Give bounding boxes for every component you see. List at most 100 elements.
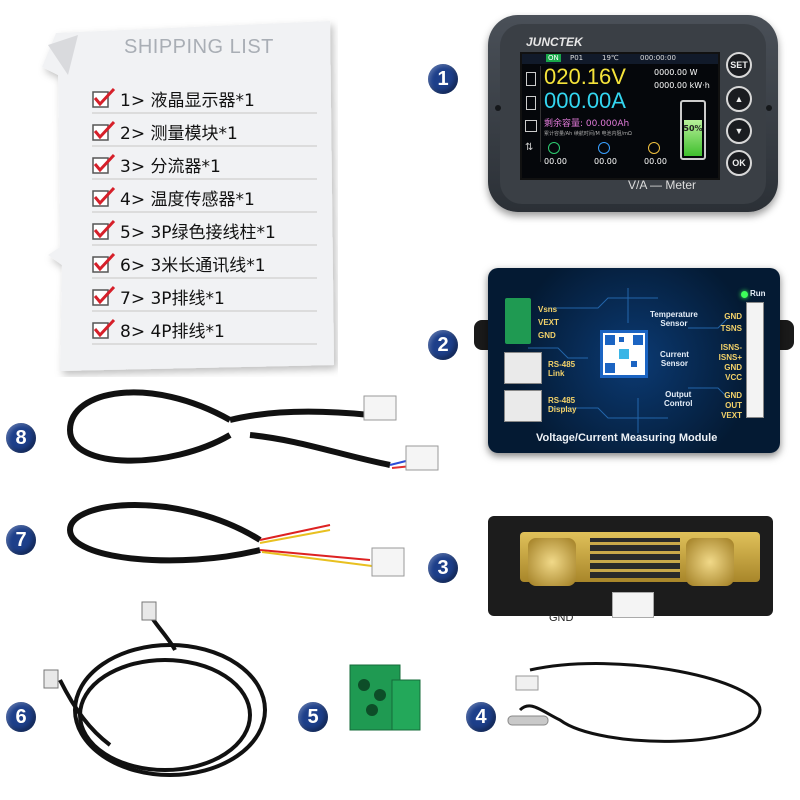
shipping-list-item-label: 6> 3米长通讯线*1 [120,255,266,276]
shipping-list-item: 2> 测量模块*1 [92,117,317,147]
right-pin-label: VEXT [721,411,742,420]
rs485-link-port [504,352,542,384]
power-value: 0000.00 [654,68,688,77]
shipping-list-item-label: 5> 3P绿色接线柱*1 [120,222,276,243]
temperature-sensor-label: Temperature Sensor [650,310,698,328]
right-pin-label: ISNS- [720,343,742,352]
arrows-icon: ⇅ [525,142,534,153]
battery-gauge: 50% [680,100,706,160]
down-button[interactable]: ▼ [726,118,752,144]
status-time: 000:00:00 [640,54,676,62]
power-readout: 0000.00 W [654,68,698,77]
shipping-list-item-label: 8> 4P排线*1 [120,321,225,342]
checkbox-checked-icon [92,186,116,207]
right-header [746,302,764,418]
module-ear-right [776,320,794,350]
pin-gnd: GND [538,331,556,340]
badge-7: 7 [6,525,36,555]
battery-icon [526,72,536,86]
info-row: 累计容量/Ah 续航时间/M 电池内阻/mΩ [544,131,632,137]
bottom-value-b: 00.00 [594,157,617,166]
shipping-list-title: SHIPPING LIST [124,36,274,58]
shunt-resistor [590,538,680,578]
output-control-label: Output Control [664,390,693,408]
checkbox-checked-icon [92,120,116,141]
right-pin-label: TSNS [720,324,742,333]
shipping-list-item: 4> 温度传感器*1 [92,183,317,213]
green-terminal [349,664,421,731]
badge-2: 2 [428,330,458,360]
accessories-art [43,389,762,777]
sense-terminal [505,298,531,344]
module-title: Voltage/Current Measuring Module [536,432,718,444]
shipping-list-item: 8> 4P排线*1 [92,315,317,345]
right-pin-label: GND [724,391,742,400]
shipping-list-item-label: 4> 温度传感器*1 [120,189,255,210]
shipping-list-item-label: 2> 测量模块*1 [120,123,238,144]
right-pin-label: VCC [725,373,742,382]
meter-brand: JUNCTEK [526,35,583,49]
bottom-value-c: 00.00 [644,157,667,166]
badge-5: 5 [298,702,328,732]
voltage-readout: 020.16V [544,64,626,89]
checkbox-checked-icon [92,285,116,306]
rs485-link-label: RS-485 Link [548,360,576,378]
badge-8: 8 [6,423,36,453]
badge-1: 1 [428,64,458,94]
shunt-bolt-right [686,538,734,586]
shipping-list-paper [42,21,334,371]
capacity-readout: 剩余容量: 00.000Ah [544,119,630,129]
checkbox-checked-icon [92,87,116,108]
badge-3: 3 [428,553,458,583]
checkbox-checked-icon [92,153,116,174]
cable-3p [66,502,405,577]
run-label: Run [750,289,766,298]
shipping-list-item: 6> 3米长通讯线*1 [92,249,317,279]
badge-4: 4 [466,702,496,732]
pin-vsns: Vsns [538,305,558,314]
lock-icon [648,142,660,154]
screw-hole [495,105,501,111]
right-pin-label: GND [724,312,742,321]
status-temp: 19℃ [602,54,619,62]
energy-value: 0000.00 [654,81,688,90]
status-bar [522,54,718,64]
right-pin-label: ISNS+ [718,353,742,362]
current-readout: 000.00A [544,88,626,113]
set-button[interactable]: SET [726,52,752,78]
ok-button[interactable]: OK [726,150,752,176]
phone-icon [526,96,536,110]
energy-unit: kW·h [689,81,710,90]
right-pin-label: OUT [725,401,742,410]
checkbox-checked-icon [92,318,116,339]
qr-code [600,330,648,378]
checkbox-checked-icon [92,219,116,240]
cable-comm [43,601,267,777]
charge-icon [548,142,560,154]
checkbox-checked-icon [92,252,116,273]
rs485-display-label: RS-485 Display [548,396,577,414]
shipping-list-item-label: 7> 3P排线*1 [120,288,225,309]
cable-4p [66,389,439,471]
pin-vext: VEXT [538,318,559,327]
up-button[interactable]: ▲ [726,86,752,112]
shunt-gnd-label: GND [549,612,574,624]
rs485-display-port [504,390,542,422]
shunt-connector [612,592,654,618]
shunt-bolt-left [528,538,576,586]
bottom-value-a: 00.00 [544,157,567,166]
battery-soc: 50% [683,124,703,133]
module-ear-left [474,320,492,350]
status-on: ON [546,54,561,62]
meter-label: V/A — Meter [628,178,697,192]
power-unit: W [689,68,698,77]
battery-fill [684,120,702,156]
shipping-list-item: 7> 3P排线*1 [92,282,317,312]
screen-side-icons: ⇅ [522,66,541,162]
shipping-list-item: 5> 3P绿色接线柱*1 [92,216,317,246]
setting-icon [525,120,537,132]
shipping-list-item: 1> 液晶显示器*1 [92,84,317,114]
run-led [741,291,748,298]
right-pin-label: GND [724,363,742,372]
status-preset: P01 [570,54,584,62]
